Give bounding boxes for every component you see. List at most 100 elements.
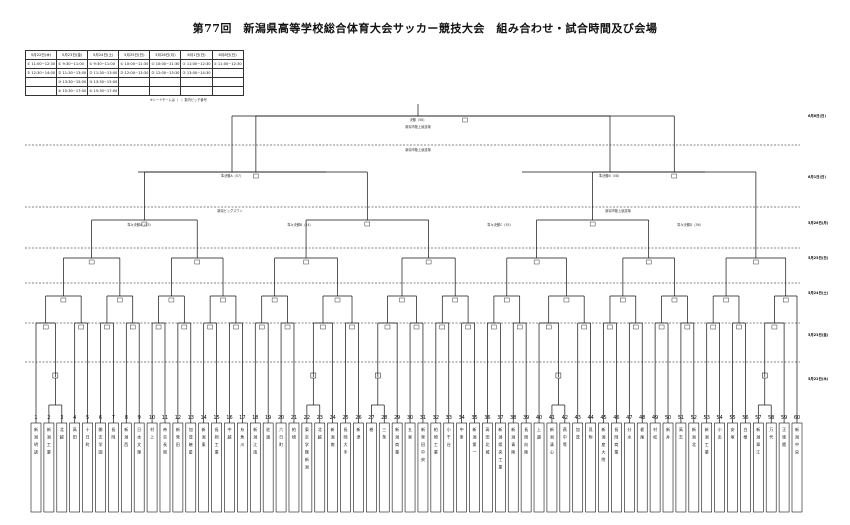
team-name: 新潟県央工業	[498, 426, 502, 470]
match-box	[284, 324, 291, 330]
final-venue-label: 新潟市陸上競技場	[405, 124, 431, 129]
team-name: 佐渡	[266, 426, 270, 440]
match-box	[104, 324, 110, 330]
match-box	[181, 324, 188, 330]
match-box	[736, 324, 742, 330]
team-name: 高田	[73, 426, 77, 440]
team-name: 東京学館新潟	[305, 426, 309, 470]
team-name: 新井	[666, 426, 670, 440]
match-box	[491, 324, 497, 330]
team-name: 巻	[369, 426, 373, 432]
team-name: 十日町	[86, 426, 90, 447]
match-box	[259, 324, 265, 330]
team-name: 六日町	[279, 426, 283, 447]
match-box	[439, 324, 445, 330]
match-box	[658, 324, 665, 330]
team-name: 新潟工業	[47, 426, 51, 455]
match-box	[452, 297, 458, 303]
schedule-row: ④ 15:30~17:00 ④ 15:30~17:00	[24, 86, 244, 96]
schedule-cell	[211, 86, 244, 96]
match-box	[671, 297, 678, 303]
match-box	[620, 297, 626, 303]
match-box	[465, 324, 471, 330]
team-name: 新津	[356, 426, 360, 440]
team-name: 小千谷	[447, 426, 451, 447]
match-box	[671, 173, 677, 179]
team-name: 新潟工業	[705, 426, 709, 455]
match-box	[78, 324, 84, 330]
match-box	[684, 324, 691, 330]
team-name: 万代	[769, 427, 773, 440]
match-box	[88, 259, 95, 265]
match-box	[320, 324, 326, 330]
match-box	[141, 221, 148, 227]
match-box	[723, 297, 729, 303]
match-box	[220, 297, 226, 303]
team-name: 白根	[743, 426, 747, 440]
match-box	[384, 324, 391, 330]
team-name: 長岡工業	[215, 427, 219, 455]
team-name: 新潟西	[124, 426, 128, 447]
round-date-label: 5月25日(日)	[808, 255, 829, 260]
match-box	[589, 221, 596, 227]
team-name: 五泉	[408, 427, 412, 440]
team-box	[366, 422, 377, 513]
match-box	[783, 297, 789, 303]
round-date-label: 5月22日(木)	[808, 376, 829, 381]
team-name: 新潟北	[692, 426, 696, 447]
team-name: 新潟産大附	[602, 426, 606, 462]
match-box	[253, 173, 259, 179]
team-name: 燕中等	[563, 426, 567, 447]
team-name: 糸魚川	[240, 426, 244, 447]
team-name: 新発田中央	[421, 426, 425, 462]
team-name: 北越	[318, 426, 322, 440]
match-box	[168, 297, 175, 303]
match-box	[633, 324, 639, 330]
team-name: 上越	[537, 426, 541, 440]
team-name: 栃尾	[640, 426, 644, 440]
match-box	[117, 297, 123, 303]
team-name: 帝京長岡	[163, 426, 167, 455]
quarterfinal-label: 準々決勝C（55）	[487, 222, 512, 227]
match-box	[334, 297, 341, 303]
team-name: 中越	[227, 426, 231, 440]
match-box	[563, 297, 570, 303]
team-name: 新潟商業	[395, 426, 399, 455]
match-box	[504, 297, 510, 303]
schedule-table: 5月22日(木) 5月23日(金) 5月24日(土) 5月25日(日) 5月26…	[24, 50, 244, 96]
team-name: 加茂暁星	[189, 426, 193, 455]
match-box	[413, 324, 420, 330]
round-date-label: 6月1日(日)	[808, 174, 826, 179]
team-name: 長岡向陵	[524, 427, 528, 455]
team-name: 村松	[653, 426, 657, 440]
team-name: 新潟中央	[795, 426, 799, 455]
match-box	[60, 297, 67, 303]
team-name: 長岡大手	[344, 427, 348, 455]
team-name: 新潟青陵	[511, 426, 515, 455]
page-title: 第77回 新潟県高等学校総合体育大会サッカー競技大会 組み合わせ・試合時間及び会…	[192, 22, 658, 35]
team-name: 高田北城	[485, 426, 489, 455]
team-name: 加茂	[576, 426, 580, 440]
match-box	[462, 117, 468, 123]
semifinal-label: 準決勝A（57）	[221, 173, 243, 178]
team-name: 高志	[679, 426, 683, 440]
match-box	[399, 297, 405, 303]
match-box	[425, 259, 432, 265]
team-name: 中条	[460, 426, 464, 440]
match-box	[194, 259, 200, 265]
team-name: 柏崎工業	[434, 426, 438, 455]
match-box	[271, 297, 278, 303]
team-name: 新潟明訓	[34, 426, 38, 455]
quarterfinal-label: 準々決勝D（56）	[677, 222, 703, 227]
match-box	[207, 324, 213, 330]
match-box	[645, 259, 652, 265]
match-box	[303, 259, 309, 265]
quarterfinal-venue-label: 新潟ビッグスワン	[217, 208, 243, 213]
team-name: 小出	[718, 426, 722, 440]
team-name: 見附	[589, 426, 593, 440]
team-name: 新潟第一	[473, 426, 477, 455]
match-box	[581, 324, 587, 330]
team-name: 新潟東	[202, 426, 206, 447]
team-name: 長岡	[111, 427, 115, 440]
